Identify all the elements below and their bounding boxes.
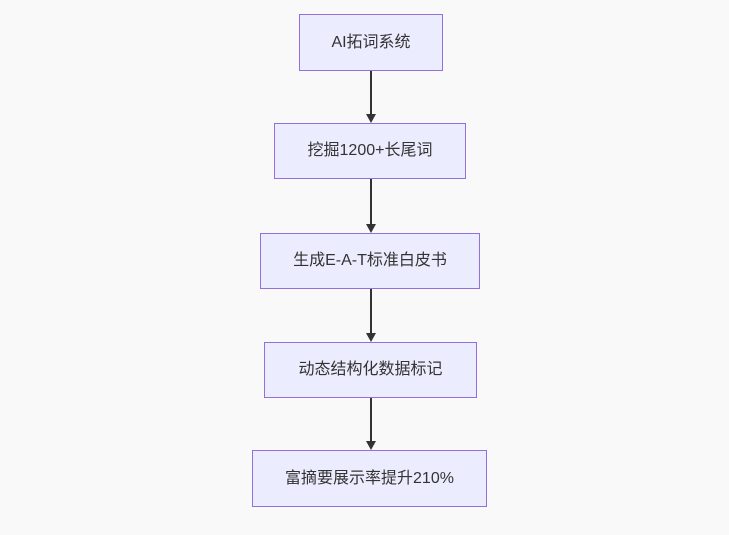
- arrowhead-down-icon: [366, 333, 376, 342]
- flow-node-label: 富摘要展示率提升210%: [285, 469, 454, 487]
- arrowhead-down-icon: [366, 224, 376, 233]
- flow-node-structured-data: 动态结构化数据标记: [264, 342, 477, 398]
- flow-node-label: 生成E-A-T标准白皮书: [293, 252, 447, 270]
- arrow-line: [370, 179, 372, 224]
- arrowhead-down-icon: [366, 441, 376, 450]
- flow-arrow-4: [366, 398, 376, 450]
- flow-node-rich-snippet-rate: 富摘要展示率提升210%: [252, 450, 487, 507]
- flow-node-ai-keyword-system: AI拓词系统: [299, 14, 443, 71]
- flow-node-label: AI拓词系统: [331, 33, 411, 51]
- arrowhead-down-icon: [366, 114, 376, 123]
- flow-node-longtail-keywords: 挖掘1200+长尾词: [274, 123, 466, 179]
- arrow-line: [370, 398, 372, 441]
- flow-arrow-3: [366, 289, 376, 342]
- flow-node-label: 挖掘1200+长尾词: [307, 142, 433, 160]
- flow-arrow-2: [366, 179, 376, 233]
- flow-node-label: 动态结构化数据标记: [298, 361, 443, 379]
- flow-node-eat-whitepaper: 生成E-A-T标准白皮书: [260, 233, 480, 289]
- arrow-line: [370, 71, 372, 114]
- flow-arrow-1: [366, 71, 376, 123]
- arrow-line: [370, 289, 372, 333]
